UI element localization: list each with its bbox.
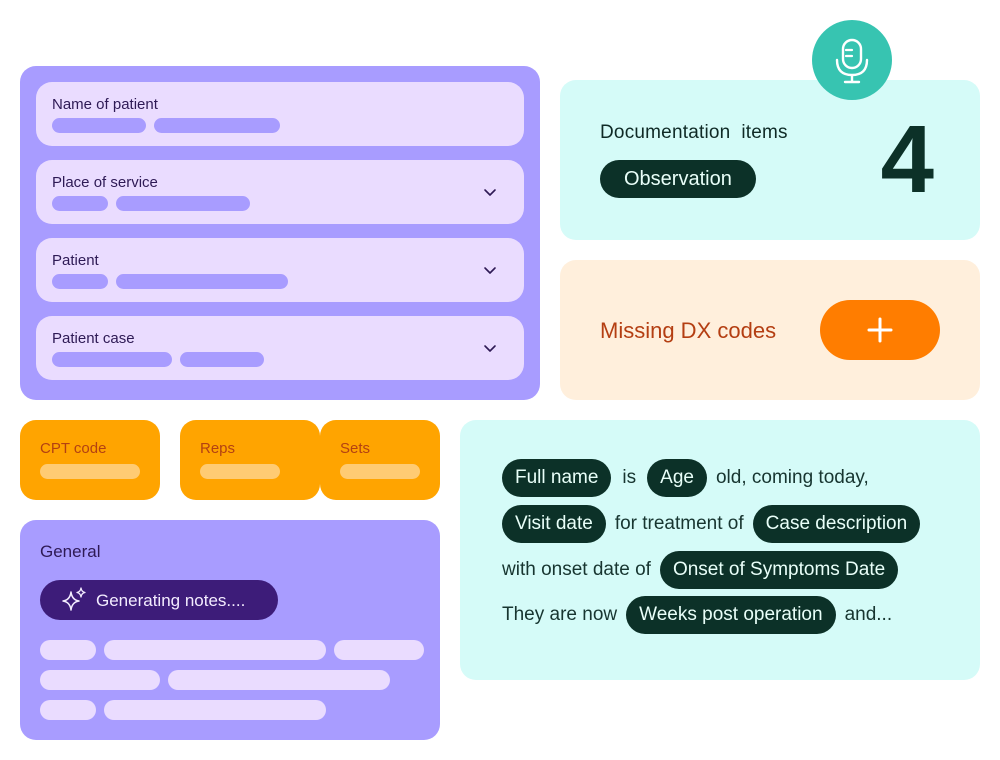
cpt-code-label: CPT code: [40, 440, 107, 457]
age-token[interactable]: Age: [647, 459, 707, 497]
place-of-service-select[interactable]: Place of service: [36, 160, 524, 224]
observation-tag[interactable]: Observation: [600, 160, 756, 198]
general-title: General: [40, 542, 101, 561]
template-text: with onset date of: [502, 559, 651, 580]
placeholder-bar: [180, 352, 264, 367]
reps-label: Reps: [200, 440, 236, 457]
placeholder-bar: [104, 700, 326, 720]
weeks-post-operation-token[interactable]: Weeks post operation: [626, 596, 836, 634]
template-text: old, coming today,: [715, 467, 869, 488]
field-label: Patient: [52, 252, 99, 269]
placeholder-bar: [116, 274, 288, 289]
placeholder-bar: [52, 196, 108, 211]
placeholder-bar: [104, 640, 326, 660]
placeholder-bar: [40, 700, 96, 720]
documentation-count: 4: [880, 106, 934, 213]
missing-dx-label: Missing DX codes: [600, 318, 777, 343]
chevron-down-icon[interactable]: [482, 184, 498, 200]
note-template-card: Full name is Age old, coming today, Visi…: [460, 420, 980, 680]
placeholder-bar: [154, 118, 280, 133]
generating-notes-status: Generating notes....: [40, 580, 278, 620]
placeholder-bar: [52, 118, 146, 133]
chevron-down-icon[interactable]: [482, 262, 498, 278]
placeholder-bar: [40, 670, 160, 690]
template-line: They are now Weeks post operation and...: [502, 596, 892, 634]
placeholder-bar: [40, 640, 96, 660]
onset-date-token[interactable]: Onset of Symptoms Date: [659, 551, 899, 589]
sets-label: Sets: [340, 440, 371, 457]
field-label: Place of service: [52, 174, 158, 191]
patient-case-select[interactable]: Patient case: [36, 316, 524, 380]
chevron-down-icon[interactable]: [482, 340, 498, 356]
documentation-title: Documentation items: [600, 122, 788, 143]
full-name-token[interactable]: Full name: [502, 459, 612, 497]
template-text: and...: [844, 604, 893, 625]
template-text: is: [622, 467, 637, 488]
placeholder-bar: [52, 274, 108, 289]
cpt-code-field[interactable]: CPT code: [20, 420, 160, 500]
placeholder-bar: [334, 640, 424, 660]
visit-date-token[interactable]: Visit date: [502, 505, 606, 543]
name-of-patient-field[interactable]: Name of patient: [36, 82, 524, 146]
template-line: Full name is Age old, coming today,: [502, 459, 869, 497]
general-notes-card: General Generating notes....: [20, 520, 440, 740]
generating-notes-text: Generating notes....: [96, 591, 246, 610]
missing-dx-codes-card: Missing DX codes: [560, 260, 980, 400]
add-dx-code-button[interactable]: [820, 300, 940, 360]
template-text: They are now: [502, 604, 618, 625]
template-text: for treatment of: [614, 513, 744, 534]
case-description-token[interactable]: Case description: [752, 505, 921, 543]
documentation-items-card: Documentation items Observation 4: [560, 80, 980, 240]
field-label: Name of patient: [52, 96, 158, 113]
microphone-icon: [835, 38, 869, 84]
template-line: Visit date for treatment of Case descrip…: [502, 505, 921, 543]
placeholder-bar: [52, 352, 172, 367]
template-line: with onset date of Onset of Symptoms Dat…: [502, 551, 899, 589]
placeholder-bar: [40, 464, 140, 479]
field-label: Patient case: [52, 330, 135, 347]
sets-field[interactable]: Sets: [320, 420, 440, 500]
patient-form-card: Name of patient Place of service Patient…: [20, 66, 540, 400]
placeholder-bar: [168, 670, 390, 690]
sparkle-icon: [62, 587, 86, 611]
placeholder-bar: [200, 464, 280, 479]
reps-field[interactable]: Reps: [180, 420, 320, 500]
placeholder-bar: [340, 464, 420, 479]
placeholder-bar: [116, 196, 250, 211]
microphone-button[interactable]: [812, 20, 892, 100]
plus-icon: [867, 317, 893, 343]
patient-select[interactable]: Patient: [36, 238, 524, 302]
